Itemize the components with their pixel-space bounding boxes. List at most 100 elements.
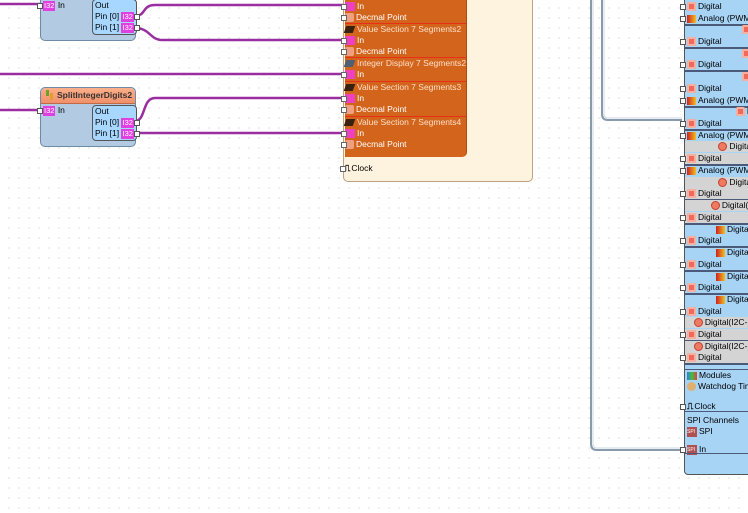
pin-connector[interactable] xyxy=(680,86,686,92)
board-pin-row[interactable]: Digital xyxy=(680,59,748,70)
board-pin-row[interactable]: Digital(L xyxy=(685,200,748,211)
pin-connector[interactable] xyxy=(680,98,686,104)
decimal-point-pin-3[interactable]: Decmal Point xyxy=(341,104,466,115)
board-pin-row[interactable] xyxy=(685,48,748,59)
pin-connector[interactable] xyxy=(680,133,686,139)
board-pin-row[interactable]: Digital xyxy=(680,352,748,363)
board-pin-row[interactable] xyxy=(685,71,748,82)
pin-connector[interactable] xyxy=(680,238,686,244)
pin-connector[interactable] xyxy=(341,15,347,21)
digital-pin-icon xyxy=(687,2,696,12)
board-pin-row[interactable]: Digital xyxy=(680,212,748,223)
watchdog-timer-item[interactable]: Watchdog Tin xyxy=(685,381,748,392)
board-pin-row[interactable]: Digital xyxy=(680,188,748,199)
pin-connector[interactable] xyxy=(341,131,347,137)
pin-connector[interactable] xyxy=(133,130,140,137)
pin-connector[interactable] xyxy=(341,4,347,10)
board-pin-row[interactable]: Digital xyxy=(685,141,748,152)
board-pin-row[interactable]: Analog (PWM xyxy=(680,165,748,176)
pin-connector[interactable] xyxy=(680,447,686,453)
pin-connector[interactable] xyxy=(341,142,347,148)
modules-section[interactable]: Modules xyxy=(685,370,731,381)
section-value-7seg-4[interactable]: Value Section 7 Segments4 xyxy=(343,116,466,128)
input-pin[interactable]: I32 In xyxy=(37,105,65,116)
display-in-pin-4[interactable]: In xyxy=(341,93,466,104)
section-value-7seg-2[interactable]: Value Section 7 Segments2 xyxy=(343,23,466,35)
pin-connector[interactable] xyxy=(680,16,686,22)
pin-connector[interactable] xyxy=(680,121,686,127)
decimal-point-pin-1[interactable]: Decmal Point xyxy=(341,12,466,23)
pin-connector[interactable] xyxy=(133,24,140,31)
board-pin-row[interactable]: Digital xyxy=(680,282,748,293)
board-clock-pin[interactable]: ⎍Clock xyxy=(680,401,716,412)
pin-connector[interactable] xyxy=(680,309,686,315)
pin-connector[interactable] xyxy=(133,119,140,126)
board-pin-row[interactable]: Digital xyxy=(680,118,748,129)
board-pin-row[interactable]: Digital[ xyxy=(685,247,748,258)
pin-connector[interactable] xyxy=(341,107,347,113)
pin-connector[interactable] xyxy=(680,168,686,174)
board-pin-row[interactable]: Digital[ xyxy=(685,224,748,235)
pin-connector[interactable] xyxy=(680,215,686,221)
section-value-7seg-3[interactable]: Value Section 7 Segments3 xyxy=(343,81,466,93)
pin-connector[interactable] xyxy=(680,262,686,268)
display-in-pin-2[interactable]: In xyxy=(341,35,466,46)
pin-connector[interactable] xyxy=(680,4,686,10)
pin-connector[interactable] xyxy=(37,107,43,114)
pin-connector[interactable] xyxy=(680,191,686,197)
node-header[interactable]: SplitIntegerDigits2 xyxy=(41,88,135,104)
input-pin[interactable]: I32 In xyxy=(37,0,65,11)
pin-connector[interactable] xyxy=(133,13,140,20)
display-component[interactable]: In Decmal Point Value Section 7 Segments… xyxy=(340,0,533,182)
board-pin-row[interactable]: Analog (PWM xyxy=(680,130,748,141)
pin-connector[interactable] xyxy=(680,39,686,45)
output-pin-0[interactable]: Pin [0] I32 xyxy=(95,117,140,128)
display-in-pin-1[interactable]: In xyxy=(341,1,466,12)
board-pin-row[interactable]: Digital xyxy=(680,329,748,340)
pin-connector[interactable] xyxy=(680,285,686,291)
display-clock-pin[interactable]: ⎍Clock xyxy=(340,163,373,174)
pin-connector[interactable] xyxy=(680,156,686,162)
pin-connector[interactable] xyxy=(341,72,347,78)
display-in-pin-5[interactable]: In xyxy=(341,128,466,139)
board-pin-row[interactable]: Digital xyxy=(680,259,748,270)
digital-pin-icon xyxy=(687,60,696,70)
board-pin-row[interactable]: Digital xyxy=(680,1,748,12)
split-integer-digits-node-1[interactable]: I32 In Out Pin [0] I32 Pin [1] I32 xyxy=(37,0,140,41)
output-pin-1[interactable]: Pin [1] I32 xyxy=(95,22,140,33)
board-pin-row[interactable]: Digital(I2C-S xyxy=(685,341,748,352)
pin-connector[interactable] xyxy=(680,62,686,68)
pin-connector[interactable] xyxy=(340,166,346,172)
board-pin-row[interactable]: Analog (PWM xyxy=(680,95,748,106)
board-pin-row[interactable]: Digital[ xyxy=(685,271,748,282)
pin-connector[interactable] xyxy=(341,49,347,55)
board-pin-row[interactable]: Digital(I2C-S xyxy=(685,317,748,328)
decimal-point-pin-4[interactable]: Decmal Point xyxy=(341,139,466,150)
board-pin-row[interactable]: Digital xyxy=(680,83,748,94)
board-pin-row[interactable]: Digital xyxy=(685,177,748,188)
section-integer-display-2[interactable]: Integer Display 7 Segments2 xyxy=(343,57,466,69)
pin-connector[interactable] xyxy=(680,332,686,338)
split-integer-digits-node-2[interactable]: SplitIntegerDigits2 I32 In Out Pin [0] I… xyxy=(37,87,140,147)
pin-connector[interactable] xyxy=(680,404,686,410)
output-pin-0[interactable]: Pin [0] I32 xyxy=(95,11,140,22)
board-pin-row[interactable]: Analog (PWM xyxy=(680,13,748,24)
pin-connector[interactable] xyxy=(341,96,347,102)
decimal-point-pin-2[interactable]: Decmal Point xyxy=(341,46,466,57)
pin-connector[interactable] xyxy=(341,38,347,44)
output-pin-1[interactable]: Pin [1] I32 xyxy=(95,128,140,139)
pin-connector[interactable] xyxy=(680,355,686,361)
display-in-pin-3[interactable]: In xyxy=(341,69,466,80)
board-pin-row[interactable]: Digital xyxy=(680,235,748,246)
board-pin-row[interactable]: Digital xyxy=(680,306,748,317)
pin-label: Digital xyxy=(698,188,722,198)
pin-connector[interactable] xyxy=(37,2,43,9)
board-pin-row[interactable]: Digital[ xyxy=(685,294,748,305)
board-pin-row[interactable] xyxy=(685,24,748,35)
board-pin-row[interactable]: D xyxy=(685,106,748,117)
board-pin-row[interactable]: Digital xyxy=(680,36,748,47)
board-pin-row[interactable]: Digital xyxy=(680,153,748,164)
